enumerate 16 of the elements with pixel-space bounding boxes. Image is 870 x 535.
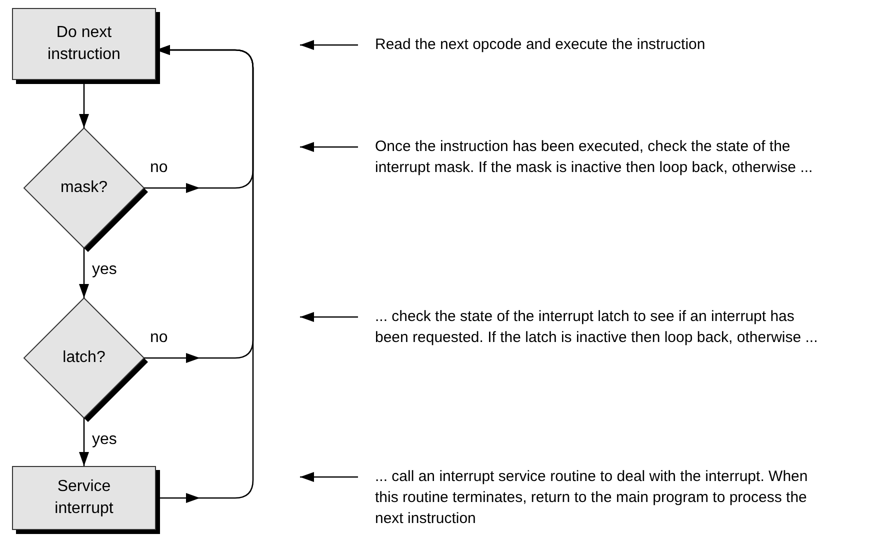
- arrow: [79, 418, 117, 466]
- decision-diamond: [23, 127, 148, 252]
- arrow: [300, 142, 358, 152]
- process-label: Service interrupt: [54, 477, 114, 519]
- arrow: [300, 40, 358, 50]
- note-text: ... call an interrupt service routine to deal with the interrupt. When this routine terminates, return to the main program to process the next instruction: [375, 466, 825, 529]
- decision-diamond: [23, 297, 148, 422]
- arrow: [79, 248, 117, 298]
- process-label: Do next instruction: [46, 23, 122, 65]
- note-text: Once the instruction has been executed, check the state of the interrupt mask. If the mask is inactive then loop back, otherwise ...: [375, 136, 825, 178]
- decision-label: mask?: [60, 178, 108, 198]
- decision-label: latch?: [62, 348, 106, 368]
- note-text: ... check the state of the interrupt latch to see if an interrupt has been requested. If the latch is inactive then loop back, otherwise ...: [375, 306, 825, 348]
- arrow: [300, 472, 358, 482]
- arrow: [300, 312, 358, 322]
- note-text: Read the next opcode and execute the instruction: [375, 34, 855, 55]
